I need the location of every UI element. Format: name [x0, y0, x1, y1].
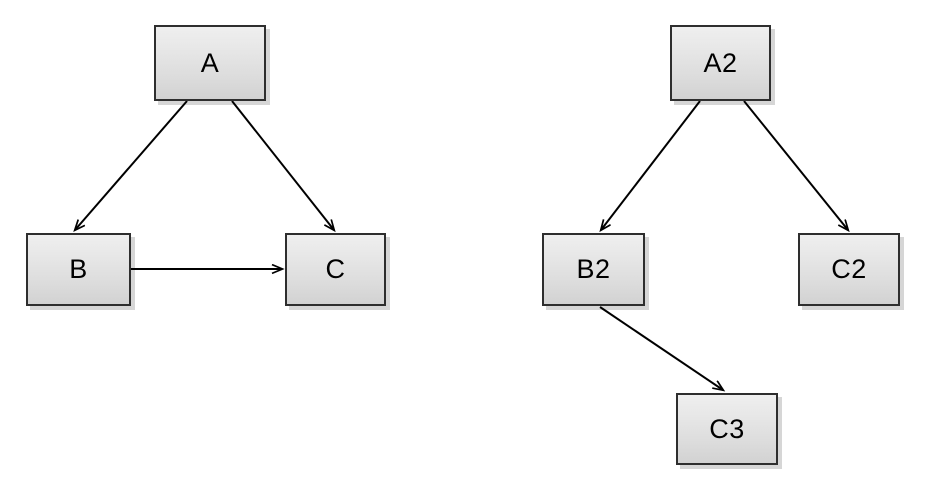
node-label-c2: C2 — [831, 254, 867, 284]
node-c2[interactable]: C2 — [798, 233, 900, 306]
node-label-b: B — [69, 254, 88, 284]
node-a2[interactable]: A2 — [670, 25, 771, 101]
edge-a2-to-b2 — [601, 100, 701, 230]
edge-a-to-c — [231, 100, 334, 230]
node-label-c: C — [325, 254, 346, 284]
node-a[interactable]: A — [154, 25, 266, 101]
node-label-a2: A2 — [703, 47, 738, 78]
edges-group — [75, 100, 848, 390]
node-label-a: A — [200, 47, 220, 78]
edge-a-to-b — [75, 100, 188, 230]
node-label-b2: B2 — [576, 254, 611, 284]
node-c3[interactable]: C3 — [676, 393, 778, 465]
node-c[interactable]: C — [285, 233, 386, 306]
node-b2[interactable]: B2 — [542, 233, 645, 306]
node-label-c3: C3 — [709, 413, 745, 444]
node-b[interactable]: B — [26, 233, 131, 306]
edge-a2-to-c2 — [743, 100, 848, 230]
edge-b2-to-c3 — [599, 306, 723, 390]
